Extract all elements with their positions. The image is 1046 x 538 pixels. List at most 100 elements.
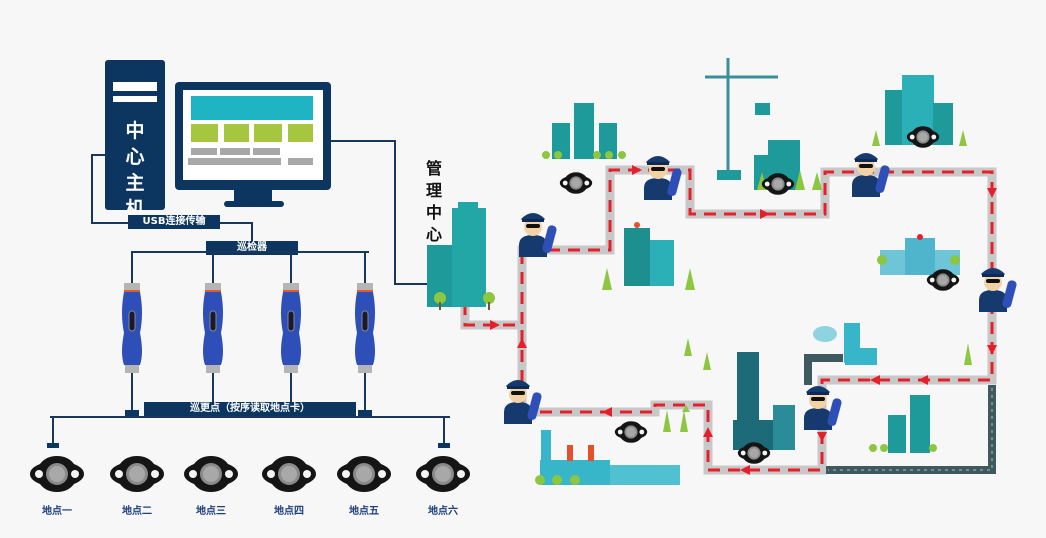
reader-lower-line [290,370,292,416]
building [905,238,935,275]
small-factory [813,323,877,365]
management-center-building [427,202,495,310]
reader-upper-line [290,251,292,287]
patrol-reader-icon [120,283,144,375]
screen-line [253,148,280,155]
host-usb-line-h [91,154,106,156]
map-checkpoint-tag-icon [760,172,796,196]
mgmt-char: 中 [425,203,442,222]
patrol-reader-icon [201,283,225,375]
screen-header-block [191,96,313,120]
host-title: 中 心 主 机 [115,118,155,222]
building [610,465,680,485]
water-tank [813,326,837,342]
tree-icon [554,151,562,159]
dark-road-segment [804,354,843,385]
crane-base [717,170,741,180]
office-buildings-cluster [542,103,626,159]
arrow-up [517,338,527,348]
refinery-building [733,352,795,450]
security-guard-icon [515,205,559,257]
tree-icon [663,410,671,432]
site-tag-icon [108,454,166,494]
smokestack [588,445,594,461]
dark-road [804,354,996,474]
building [650,240,674,286]
management-center-title: 管 理 中 心 [424,158,444,246]
site-tag-icon [335,454,393,494]
arrow-down [987,345,997,355]
tree-trunk [488,302,490,310]
dark-road-centerline [828,388,993,471]
host-char: 主 [125,172,145,194]
host-char: 机 [125,198,145,220]
tree-icon [483,292,495,304]
arrow-up [703,427,713,437]
screen-line [288,158,313,165]
host-usb-line-h2 [91,222,131,224]
tree-trunk [439,302,441,310]
reader-connector [358,410,372,416]
patrol-reader-icon [353,283,377,375]
security-guard-icon [975,260,1019,312]
tower [737,352,759,432]
tree-icon [535,475,545,485]
tree-icon [959,130,967,146]
tree-icon [680,410,688,432]
usb-transfer-label: USB连接传输 [128,215,220,229]
building [773,405,795,450]
site-label: 地点六 [428,506,458,517]
site-label: 地点五 [349,506,379,517]
monitor-base [224,201,284,207]
tree-icon [682,405,690,412]
usb-to-device-line-h [218,222,252,224]
site1-connector [47,443,59,448]
tree-icon [872,130,880,146]
monitor-neck [234,190,272,202]
tree-icon [570,475,580,485]
mgmt-char: 心 [425,225,442,244]
security-guard-icon [800,378,844,430]
screen-line [191,148,217,155]
checkpoint-bar-label: 巡更点（按序读取地点卡） [144,402,356,416]
building-tower-top [458,202,478,210]
host-computer-tower: 中 心 主 机 [105,60,165,220]
hospital-cross-icon [917,234,923,240]
security-guard-icon [640,148,684,200]
arrow-left [870,375,880,385]
site-tag-icon [260,454,318,494]
reader-lower-line [131,370,133,416]
tree-icon [685,268,695,290]
site-tag-icon [182,454,240,494]
site6-drop-line [443,416,445,444]
screen-tile [191,124,218,142]
tree-icon [950,255,960,265]
pine-trees [663,338,972,432]
tree-icon [964,343,972,365]
reader-lower-line [364,370,366,416]
tree-icon [593,151,601,159]
screen-line [188,158,281,165]
mgmt-char: 理 [425,181,442,200]
device-bus-line [131,251,369,253]
building [845,348,877,365]
arrow-left [918,375,928,385]
factory-building [535,430,680,485]
host-char: 心 [125,146,145,168]
reader-upper-line [212,251,214,287]
crane-load [755,103,770,115]
security-guard-icon [848,145,892,197]
tree-icon [812,172,822,190]
signal-icon [634,222,640,228]
tree-icon [618,151,626,159]
site-tag-icon [28,454,86,494]
tree-icon [602,268,612,290]
site-label: 地点一 [42,506,72,517]
map-checkpoint-tag-icon [558,171,594,195]
smokestack [567,445,573,461]
site-label: 地点三 [196,506,226,517]
building [599,123,617,159]
tower [541,430,551,460]
building-tower [452,208,486,307]
mgmt-char: 管 [425,159,442,178]
